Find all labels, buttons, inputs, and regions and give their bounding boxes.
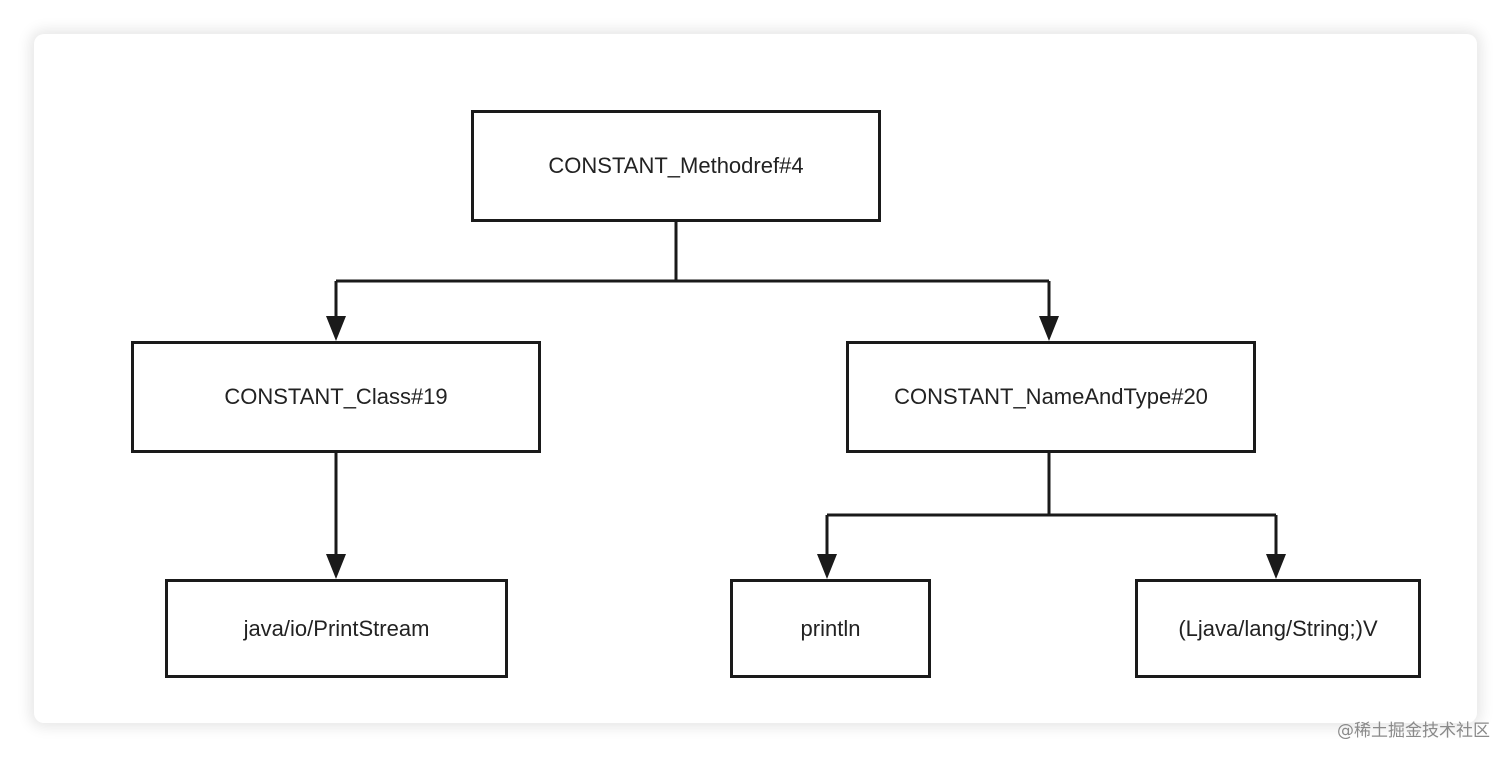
node-nameandtype-label: CONSTANT_NameAndType#20 [894,384,1208,409]
arrowhead-methodname [817,554,837,579]
node-classname-label: java/io/PrintStream [243,615,430,641]
node-methodname: println [730,579,931,678]
node-methodname-label: println [800,615,861,641]
node-methodref-label: CONSTANT_Methodref#4 [548,153,804,178]
arrowhead-descriptor [1266,554,1286,579]
node-classname: java/io/PrintStream [165,579,508,678]
node-methodref: CONSTANT_Methodref#4 [471,110,881,222]
arrowhead-class [326,316,346,341]
watermark: @稀土掘金技术社区 [1337,721,1490,741]
arrowhead-nameandtype [1039,316,1059,341]
node-class: CONSTANT_Class#19 [131,341,541,453]
node-descriptor: (Ljava/lang/String;)V [1135,579,1421,678]
arrowhead-classname [326,554,346,579]
node-nameandtype: CONSTANT_NameAndType#20 [846,341,1256,453]
node-class-label: CONSTANT_Class#19 [224,384,448,409]
node-descriptor-label: (Ljava/lang/String;)V [1178,615,1378,641]
